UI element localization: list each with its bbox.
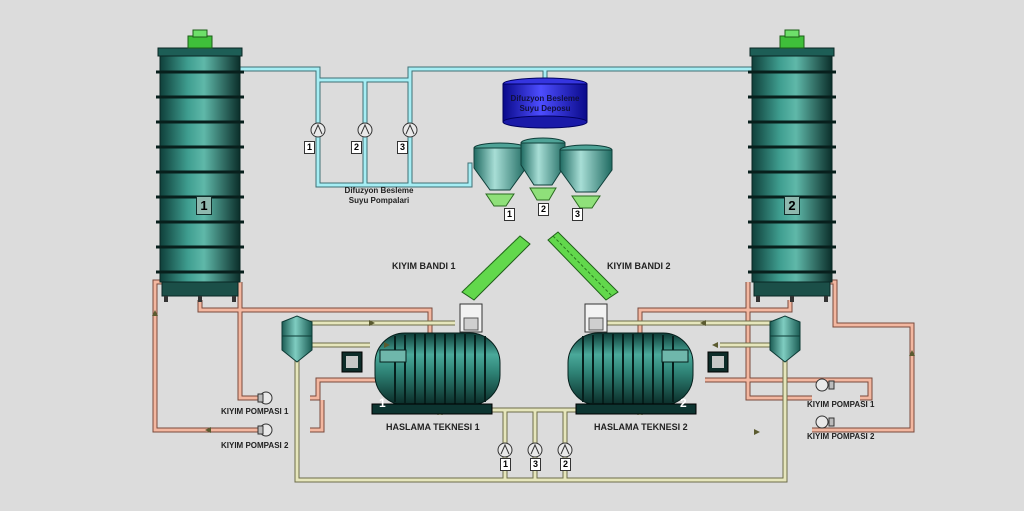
bottom-pump-3-number: 3	[530, 458, 541, 471]
chip-pump-right-2-icon[interactable]	[815, 415, 835, 429]
flow-arrows	[152, 310, 915, 435]
bottom-pump-1-icon[interactable]	[497, 442, 513, 458]
feed-pump-1-icon[interactable]	[310, 122, 326, 138]
chute-2	[584, 303, 608, 333]
chute-1	[459, 303, 483, 333]
feed-tank-label: Difuzyon Besleme Suyu Deposu	[503, 94, 587, 114]
chip-pump-left-2-icon[interactable]	[257, 423, 273, 437]
separator-right[interactable]	[769, 315, 801, 363]
bottom-pump-1-number: 1	[500, 458, 511, 471]
diffusion-tower-1[interactable]	[156, 47, 244, 302]
hopper-3-number: 3	[572, 208, 583, 221]
conveyor-1-label: KIYIM BANDI 1	[392, 261, 456, 271]
vessel-2-label: HASLAMA TEKNESI 2	[594, 422, 688, 432]
vessel-1-number: 1	[379, 396, 386, 410]
chip-pump-left-1-label: KIYIM POMPASI 1	[221, 407, 289, 416]
bottom-pump-3-icon[interactable]	[527, 442, 543, 458]
tower-1-number: 1	[196, 196, 212, 215]
chip-pump-left-2-label: KIYIM POMPASI 2	[221, 441, 289, 450]
feed-pump-2-number: 2	[351, 141, 362, 154]
hopper-1[interactable]	[473, 142, 527, 207]
vessel-1-label: HASLAMA TEKNESI 1	[386, 422, 480, 432]
tower-1-drive-motor-icon	[187, 29, 213, 49]
chip-pump-right-2-label: KIYIM POMPASI 2	[807, 432, 875, 441]
tower-2-drive-motor-icon	[779, 29, 805, 49]
chip-pump-right-1-label: KIYIM POMPASI 1	[807, 400, 875, 409]
chip-pump-left-1-icon[interactable]	[257, 391, 273, 405]
feed-pumps-label: Difuzyon Besleme Suyu Pompalari	[337, 186, 421, 206]
tower-2-number: 2	[784, 196, 800, 215]
return-pipes	[294, 320, 788, 483]
chip-conveyor-2[interactable]	[547, 231, 619, 301]
conveyor-2-label: KIYIM BANDI 2	[607, 261, 671, 271]
vessel-2-number: 2	[680, 396, 687, 410]
feed-pump-1-number: 1	[304, 141, 315, 154]
feed-pumps-label-line1: Difuzyon Besleme	[344, 186, 414, 195]
scalding-vessel-2[interactable]	[567, 332, 729, 415]
feed-water-tank[interactable]	[502, 77, 588, 129]
separator-left[interactable]	[281, 315, 313, 363]
water-pipes	[229, 66, 763, 188]
feed-pump-2-icon[interactable]	[357, 122, 373, 138]
hopper-1-number: 1	[504, 208, 515, 221]
scalding-vessel-1[interactable]	[341, 332, 501, 415]
diffusion-tower-2[interactable]	[748, 47, 836, 302]
feed-pumps-label-line2: Suyu Pompalari	[348, 196, 410, 205]
feed-tank-label-line2: Suyu Deposu	[519, 104, 571, 113]
bottom-pump-2-number: 2	[560, 458, 571, 471]
hopper-2[interactable]	[520, 137, 566, 201]
hopper-2-number: 2	[538, 203, 549, 216]
feed-pump-3-icon[interactable]	[402, 122, 418, 138]
hopper-3[interactable]	[559, 144, 613, 209]
bottom-pump-2-icon[interactable]	[557, 442, 573, 458]
feed-pump-3-number: 3	[397, 141, 408, 154]
feed-tank-label-line1: Difuzyon Besleme	[510, 94, 580, 103]
chip-conveyor-1[interactable]	[461, 235, 531, 301]
chip-pump-right-1-icon[interactable]	[815, 378, 835, 392]
